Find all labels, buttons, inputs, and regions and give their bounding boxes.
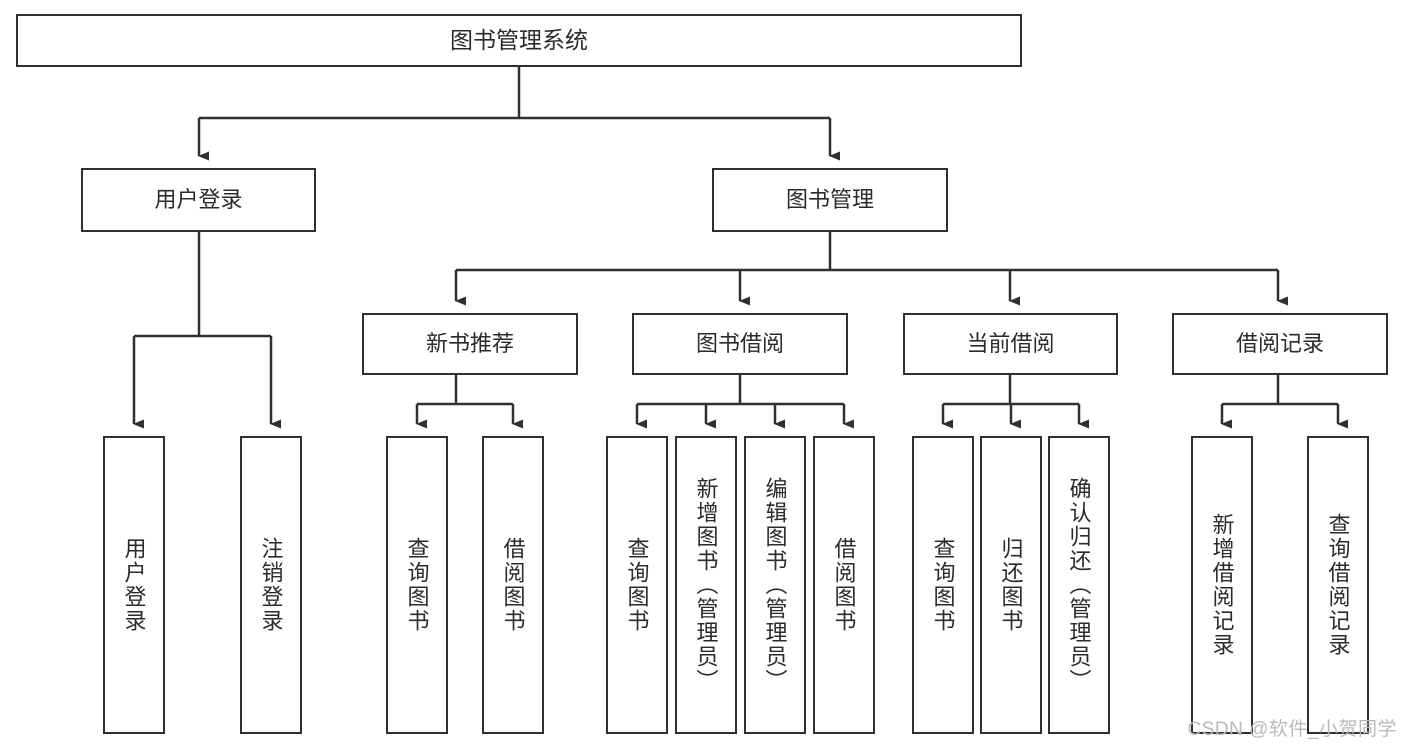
leaf-borrow-record-add-record[interactable]: 新增借阅记录	[1191, 436, 1253, 734]
node-label: 新增图书（管理员）	[693, 477, 719, 693]
node-label: 归还图书	[998, 537, 1024, 633]
node-label: 查询图书	[930, 537, 956, 633]
node-new-book-recommend[interactable]: 新书推荐	[362, 313, 578, 375]
node-label: 借阅图书	[831, 537, 857, 633]
node-label: 确认归还（管理员）	[1066, 477, 1092, 693]
node-current-borrow[interactable]: 当前借阅	[903, 313, 1118, 375]
leaf-current-borrow-confirm-return-admin[interactable]: 确认归还（管理员）	[1048, 436, 1110, 734]
leaf-user-login-logout[interactable]: 注销登录	[240, 436, 302, 734]
node-label: 用户登录	[121, 537, 147, 633]
leaf-new-book-borrow-book[interactable]: 借阅图书	[482, 436, 544, 734]
node-label: 图书管理系统	[450, 26, 588, 53]
node-label: 查询图书	[624, 537, 650, 633]
leaf-current-borrow-query-book[interactable]: 查询图书	[912, 436, 974, 734]
node-label: 新书推荐	[425, 330, 514, 356]
node-label: 借阅记录	[1235, 330, 1324, 356]
node-label: 新增借阅记录	[1209, 513, 1235, 657]
node-book-management-system[interactable]: 图书管理系统	[16, 14, 1022, 67]
leaf-current-borrow-return-book[interactable]: 归还图书	[980, 436, 1042, 734]
node-user-login[interactable]: 用户登录	[81, 168, 316, 232]
node-label: 当前借阅	[966, 330, 1055, 356]
leaf-book-borrow-query-book[interactable]: 查询图书	[606, 436, 668, 734]
leaf-new-book-query-book[interactable]: 查询图书	[386, 436, 448, 734]
leaf-book-borrow-borrow-book[interactable]: 借阅图书	[813, 436, 875, 734]
node-label: 图书借阅	[695, 330, 784, 356]
node-book-management[interactable]: 图书管理	[712, 168, 948, 232]
leaf-book-borrow-edit-book-admin[interactable]: 编辑图书（管理员）	[744, 436, 806, 734]
node-label: 编辑图书（管理员）	[762, 477, 788, 693]
leaf-user-login-login[interactable]: 用户登录	[103, 436, 165, 734]
node-borrow-record[interactable]: 借阅记录	[1172, 313, 1388, 375]
node-book-borrow[interactable]: 图书借阅	[632, 313, 848, 375]
watermark: CSDN @软件_小贺同学	[1187, 719, 1397, 740]
node-label: 借阅图书	[500, 537, 526, 633]
leaf-book-borrow-add-book-admin[interactable]: 新增图书（管理员）	[675, 436, 737, 734]
node-label: 注销登录	[258, 537, 284, 633]
leaf-borrow-record-query-record[interactable]: 查询借阅记录	[1307, 436, 1369, 734]
node-label: 图书管理	[785, 186, 874, 212]
node-label: 查询借阅记录	[1325, 513, 1351, 657]
node-label: 用户登录	[154, 186, 243, 212]
node-label: 查询图书	[404, 537, 430, 633]
